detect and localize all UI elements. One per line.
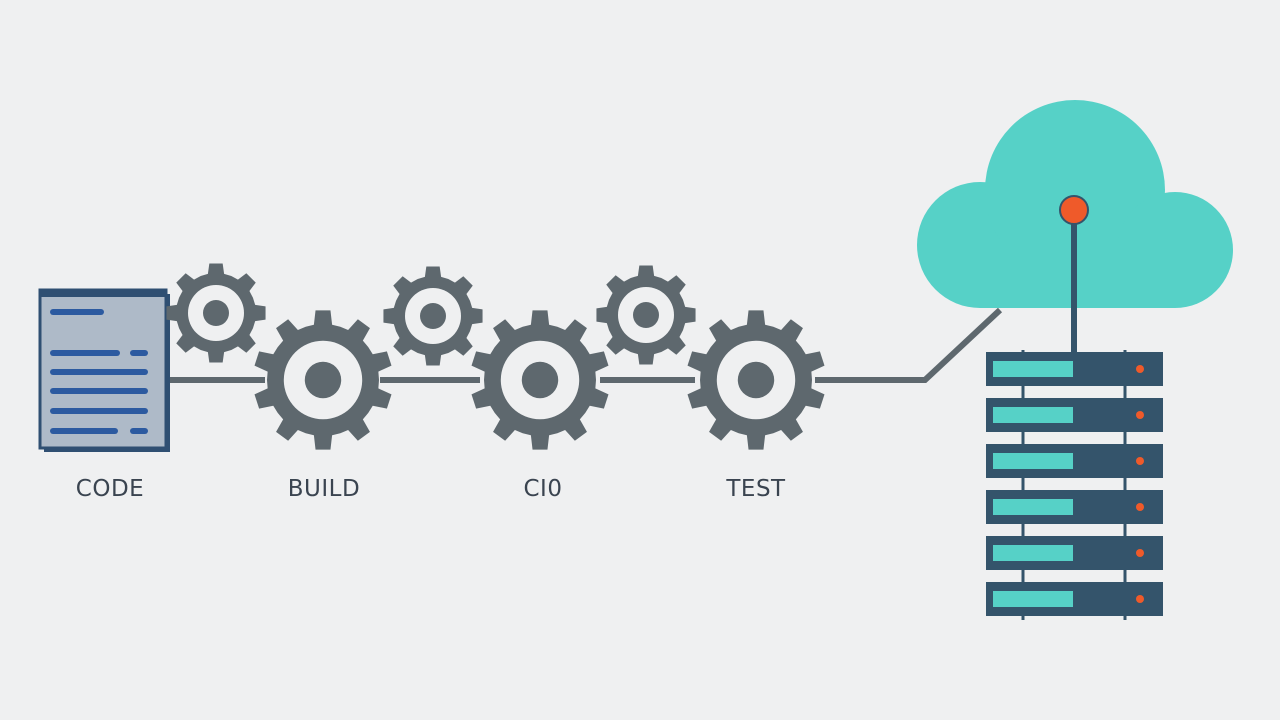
cloud-icon xyxy=(917,100,1233,308)
gear-icon xyxy=(383,266,483,366)
gear-hub xyxy=(521,361,559,399)
server-unit-slot xyxy=(993,453,1073,469)
gear-icon xyxy=(596,265,696,365)
server-unit xyxy=(986,444,1163,478)
server-unit-led xyxy=(1136,457,1144,465)
code-line xyxy=(50,428,118,434)
code-line xyxy=(130,350,148,356)
server-unit xyxy=(986,536,1163,570)
server-rack-icon xyxy=(986,350,1163,620)
code-line xyxy=(50,388,148,394)
server-unit-slot xyxy=(993,545,1073,561)
code-line xyxy=(50,350,120,356)
code-document-icon xyxy=(38,288,170,452)
server-unit xyxy=(986,352,1163,386)
stage-label-code: CODE xyxy=(75,476,145,502)
gear-icon xyxy=(254,310,392,450)
gear-icon xyxy=(687,310,825,450)
connector-test-cloud xyxy=(815,307,1003,383)
endpoint-dot xyxy=(1059,195,1089,225)
code-line xyxy=(130,428,148,434)
server-unit xyxy=(986,490,1163,524)
server-unit-led xyxy=(1136,411,1144,419)
cloud-base xyxy=(980,240,1175,308)
server-unit-slot xyxy=(993,361,1073,377)
stage-label-build: BUILD xyxy=(287,476,361,502)
gear-hub xyxy=(737,361,775,399)
gear-hub xyxy=(304,361,342,399)
server-unit-slot xyxy=(993,407,1073,423)
gear-icon xyxy=(471,310,609,450)
gear-hub xyxy=(633,302,659,328)
server-unit-led xyxy=(1136,365,1144,373)
server-unit-led xyxy=(1136,549,1144,557)
code-line xyxy=(50,309,104,315)
gear-group xyxy=(166,263,825,450)
stage-label-test: TEST xyxy=(726,476,786,502)
code-document-header-bar xyxy=(40,290,166,297)
server-unit xyxy=(986,582,1163,616)
stage-label-ci: CI0 xyxy=(523,476,563,502)
server-unit xyxy=(986,398,1163,432)
server-unit-led xyxy=(1136,503,1144,511)
gear-hub xyxy=(420,303,446,329)
gear-icon xyxy=(166,263,266,363)
code-line xyxy=(50,369,148,375)
code-line xyxy=(50,408,148,414)
server-unit-slot xyxy=(993,499,1073,515)
server-unit-led xyxy=(1136,595,1144,603)
pipeline-connectors xyxy=(166,307,1003,383)
gear-hub xyxy=(203,300,229,326)
server-unit-slot xyxy=(993,591,1073,607)
